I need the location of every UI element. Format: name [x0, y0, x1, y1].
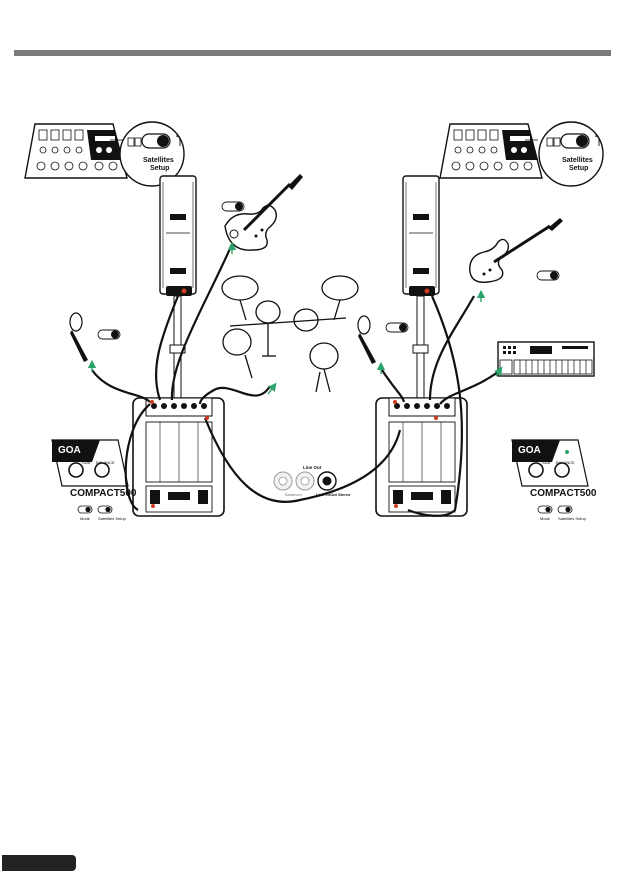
- jacks-left-label: Balanced: [285, 492, 302, 497]
- drum-kit-icon: [221, 275, 359, 393]
- left-mixer-icon: [24, 123, 128, 179]
- left-setup-callout: Satellites Setup: [110, 121, 185, 187]
- right-switch-setup: Satellites Setup: [558, 516, 587, 521]
- right-model: COMPACT500: [530, 488, 597, 499]
- left-model: COMPACT500: [70, 488, 137, 499]
- header-area: [0, 0, 629, 16]
- center-jacks: Line Out Balanced Link In/Out Stereo: [273, 465, 351, 497]
- left-callout-line1: Satellites: [143, 157, 174, 164]
- left-guitar-switch: [221, 201, 245, 212]
- left-knob-sub: SUB: [82, 460, 91, 465]
- right-microphone-icon: [357, 315, 376, 364]
- left-subwoofer: [132, 397, 225, 517]
- left-mic-switch: [97, 329, 121, 340]
- left-control-panel: GOA SUB BALANCE COMPACT500 Mode Satellit…: [51, 439, 137, 521]
- cables: [91, 243, 499, 517]
- left-satellite-speaker: [159, 175, 197, 296]
- left-switch-mode: Mode: [80, 516, 91, 521]
- left-microphone-icon: [69, 312, 88, 362]
- section-rule: [14, 50, 611, 56]
- jacks-right-label: Link In/Out Stereo: [316, 492, 351, 497]
- right-control-panel: GOA SUB BALANCE COMPACT500 Mode Satellit…: [511, 439, 597, 521]
- right-subwoofer: [375, 397, 468, 517]
- keyboard-icon: [497, 341, 595, 377]
- signal-arrows: [87, 241, 503, 395]
- left-callout-line2: Setup: [150, 165, 169, 172]
- left-brand: GOA: [58, 445, 81, 456]
- right-brand: GOA: [518, 445, 541, 456]
- right-setup-callout: Satellites Setup: [525, 121, 604, 187]
- right-knob-balance: BALANCE: [556, 460, 575, 465]
- red-connectors: [150, 400, 438, 420]
- right-guitar-switch: [536, 270, 560, 281]
- right-mic-switch: [385, 322, 409, 333]
- right-satellite-speaker: [402, 175, 440, 296]
- left-knob-balance: BALANCE: [96, 460, 115, 465]
- left-switch-setup: Satellites Setup: [98, 516, 127, 521]
- left-guitar-icon: [224, 174, 303, 251]
- jacks-top-label: Line Out: [303, 465, 322, 470]
- right-guitar-icon: [469, 218, 563, 283]
- right-knob-sub: SUB: [542, 460, 551, 465]
- right-mixer-icon: [439, 123, 543, 179]
- right-callout-line2: Setup: [569, 165, 588, 172]
- right-switch-mode: Mode: [540, 516, 551, 521]
- page-number-tab: [2, 855, 76, 871]
- right-callout-line1: Satellites: [562, 157, 593, 164]
